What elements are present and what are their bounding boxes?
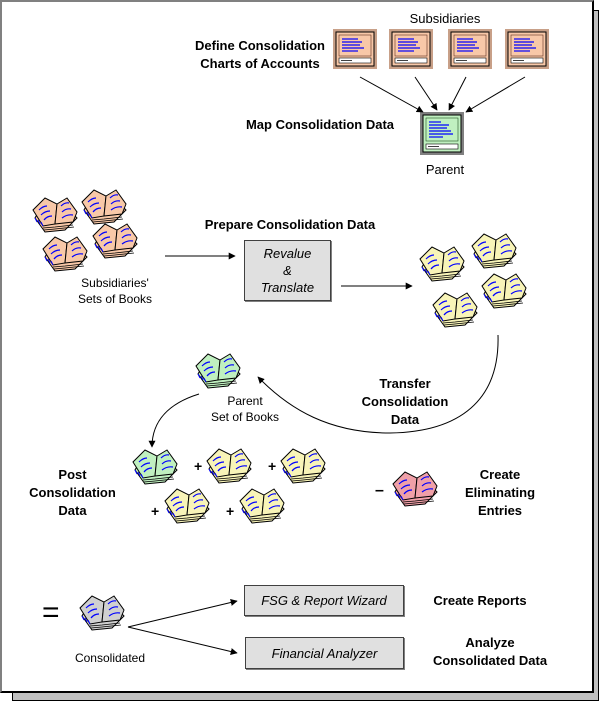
consolidated-book-icon <box>79 595 125 631</box>
define-coa-label: Define Consolidation Charts of Accounts <box>190 37 330 73</box>
post-sub-book-icon-3 <box>164 488 210 524</box>
translated-book-icon-3 <box>432 292 478 328</box>
post-data-label: Post Consolidation Data <box>20 466 125 520</box>
post-data-label-line2: Consolidation <box>29 485 116 500</box>
subsidiaries-caption: Subsidiaries <box>409 11 481 26</box>
consolidated-caption: Consolidated <box>74 651 146 665</box>
parent-books-caption: Parent Set of Books <box>200 393 290 425</box>
define-coa-label-line1: Define Consolidation <box>195 38 325 53</box>
revalue-translate-box[interactable]: Revalue & Translate <box>244 240 331 301</box>
map-arrow-4 <box>465 76 526 113</box>
parent-book-icon <box>195 353 241 389</box>
analyze-label-line1: Analyze <box>465 635 515 650</box>
analyzer-arrow <box>127 626 238 655</box>
parent-books-caption-line1: Parent <box>227 394 263 408</box>
post-sub-book-icon-4 <box>239 488 285 524</box>
post-parent-book-icon <box>132 449 178 485</box>
post-sub-book-icon-2 <box>280 448 326 484</box>
subsidiary-book-icon-2 <box>81 189 127 225</box>
subsidiaries-books-caption-line1: Subsidiaries' <box>81 276 149 290</box>
revalue-line2: & <box>283 263 292 278</box>
subsidiaries-books-caption: Subsidiaries' Sets of Books <box>60 275 170 307</box>
equals-operator: = <box>42 596 60 629</box>
eliminating-label: Create Eliminating Entries <box>460 466 540 520</box>
subsidiary-book-icon-3 <box>42 236 88 272</box>
analyze-label-line2: Consolidated Data <box>432 653 548 668</box>
diagram-page <box>0 0 594 693</box>
transfer-label-line1: Transfer <box>379 376 431 391</box>
subsidiary-coa-icon-3 <box>447 28 493 70</box>
analyze-label: Analyze Consolidated Data <box>420 634 560 670</box>
eliminating-label-line2: Eliminating <box>464 485 536 500</box>
revalue-line1: Revalue <box>263 246 312 261</box>
post-data-label-line1: Post <box>58 467 87 482</box>
transfer-label-line2: Consolidation <box>361 394 449 409</box>
plus-operator: + <box>268 458 277 474</box>
transfer-label-line3: Data <box>390 412 420 427</box>
plus-operator: + <box>194 458 203 474</box>
post-data-label-line3: Data <box>58 503 87 518</box>
parent-coa-icon <box>420 112 464 155</box>
eliminating-label-line3: Entries <box>477 503 523 518</box>
parent-books-caption-line2: Set of Books <box>210 410 280 424</box>
subsidiaries-books-caption-line2: Sets of Books <box>77 292 153 306</box>
subsidiary-book-icon-1 <box>32 197 78 233</box>
eliminating-book-icon <box>392 471 438 507</box>
plus-operator: + <box>226 503 235 519</box>
revalue-line3: Translate <box>260 280 315 295</box>
fsg-report-wizard-box[interactable]: FSG & Report Wizard <box>244 585 404 616</box>
subsidiary-coa-icon-2 <box>388 28 434 70</box>
report-arrow <box>127 599 238 628</box>
translated-book-icon-1 <box>419 246 465 282</box>
subsidiary-coa-icon-4 <box>504 28 550 70</box>
subsidiary-book-icon-4 <box>92 223 138 259</box>
post-sub-book-icon-1 <box>206 448 252 484</box>
map-arrow-3 <box>448 76 467 111</box>
post-arrow <box>148 393 200 448</box>
plus-operator: + <box>151 503 160 519</box>
eliminating-label-line1: Create <box>479 467 521 482</box>
parent-caption: Parent <box>425 162 465 177</box>
create-reports-label: Create Reports <box>433 593 527 608</box>
subsidiary-coa-icon-1 <box>332 28 378 70</box>
transfer-arrow <box>257 334 499 434</box>
define-coa-label-line2: Charts of Accounts <box>200 56 320 71</box>
map-arrow-2 <box>414 76 438 111</box>
translated-book-icon-4 <box>481 273 527 309</box>
financial-analyzer-box[interactable]: Financial Analyzer <box>245 637 404 669</box>
transfer-label: Transfer Consolidation Data <box>355 375 455 429</box>
map-arrow-1 <box>359 76 424 113</box>
map-data-label: Map Consolidation Data <box>245 117 395 132</box>
translated-book-icon-2 <box>471 233 517 269</box>
minus-operator: – <box>375 482 384 499</box>
prepare-data-label: Prepare Consolidation Data <box>204 217 376 232</box>
